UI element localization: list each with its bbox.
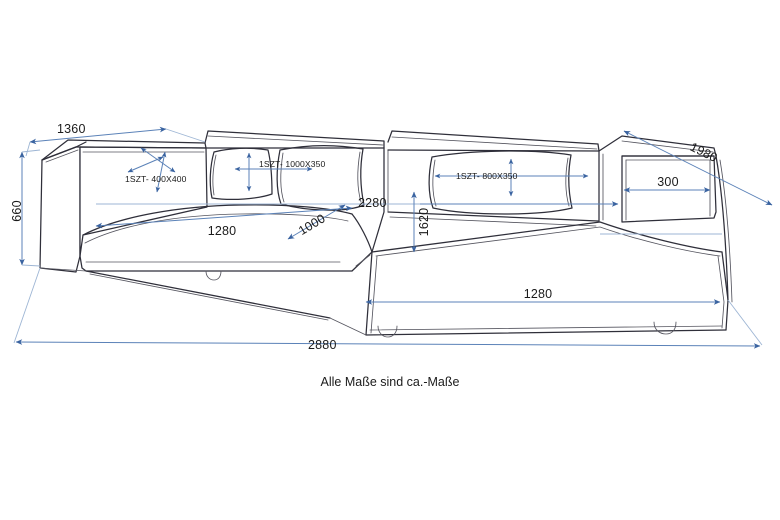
dimension-chaise-width: 1280 [365, 287, 721, 305]
dimension-corner-width: 2280 [96, 196, 420, 210]
dimension-overall-width: 2880 [13, 267, 763, 352]
left-backrest [204, 130, 385, 149]
cushion-long-right [428, 150, 573, 215]
dimension-value-1620: 1620 [417, 208, 431, 237]
dimension-left-height: 660 [10, 149, 41, 267]
cushion-small-left-callout: 1SZT- 400X400 [125, 147, 187, 193]
left-armrest [39, 139, 208, 273]
dimension-value-left-1280: 1280 [208, 224, 237, 238]
dimension-value-660: 660 [10, 200, 24, 221]
chaise-section [365, 221, 729, 338]
dimension-value-1360: 1360 [57, 122, 86, 136]
dimension-right-arm-width: 300 [623, 175, 711, 193]
right-backrest [387, 130, 600, 227]
cushion-small-left [209, 147, 273, 200]
lower-perspective-edges [39, 267, 367, 336]
corner-wedge [351, 147, 389, 272]
cushion-label-1000x350: 1SZT- 1000X350 [259, 159, 325, 169]
cushion-long-left-callout: 1SZT- 1000X350 [234, 152, 325, 192]
dimension-value-300: 300 [657, 175, 678, 189]
cushion-label-400x400: 1SZT- 400X400 [125, 174, 187, 184]
cushion-label-800x350: 1SZT- 800X350 [456, 171, 518, 181]
dimension-chaise-depth: 1620 [411, 191, 431, 253]
dimension-right-seat-connector [420, 201, 722, 235]
dimension-value-2280: 2280 [358, 196, 387, 210]
dimension-left-depth-top: 1360 [25, 122, 206, 157]
dimension-left-seat-width: 1280 [95, 205, 353, 238]
dimension-value-2880: 2880 [308, 338, 337, 352]
cushion-long-right-callout: 1SZT- 800X350 [434, 158, 589, 197]
dimension-value-right-1280: 1280 [524, 287, 553, 301]
cushion-long-left [276, 145, 365, 211]
drawing-caption: Alle Maße sind ca.-Maße [321, 375, 460, 389]
